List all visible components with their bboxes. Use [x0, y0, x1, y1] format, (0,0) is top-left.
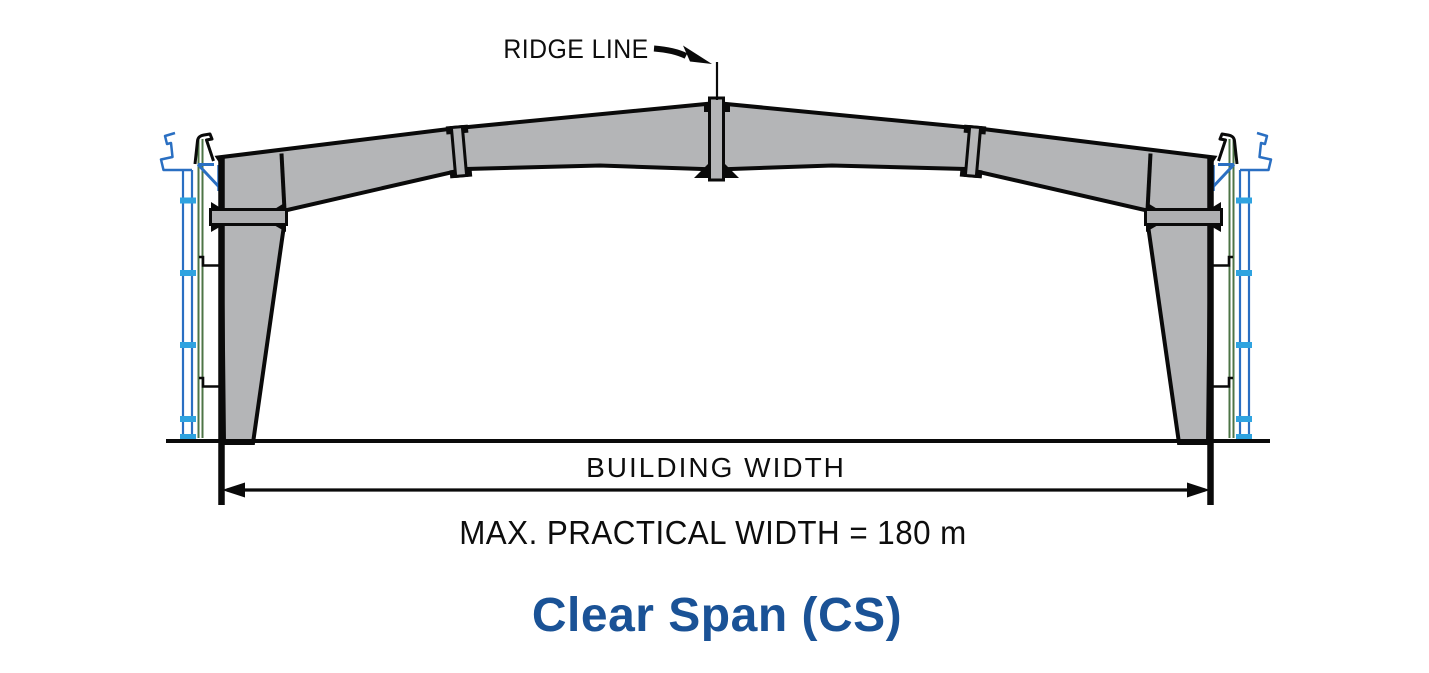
left-knee-flange-line	[279, 153, 287, 211]
eave-brace	[196, 163, 223, 191]
right-wall-details	[1209, 133, 1271, 438]
right-rafter-splice-plate	[963, 124, 983, 179]
dimension-arrowhead-right	[1187, 482, 1210, 498]
right-rafter-splice	[959, 124, 987, 179]
right-knee-flange-line	[1145, 153, 1153, 211]
left-rafter-splice-plate	[449, 124, 469, 179]
girt-clips	[199, 255, 223, 388]
max-practical-width-label: MAX. PRACTICAL WIDTH = 180 m	[459, 514, 967, 551]
wall-liner-lines	[197, 139, 204, 438]
ridge-splice-plate	[708, 96, 725, 182]
left-rafter-splice	[445, 124, 473, 179]
building-width-dimension: BUILDING WIDTH	[222, 452, 1210, 498]
left-wall-details	[159, 131, 223, 440]
diagram-title: Clear Span (CS)	[532, 589, 902, 642]
building-width-label: BUILDING WIDTH	[586, 452, 846, 483]
ridge-line-label: RIDGE LINE	[503, 35, 648, 64]
ridge-callout-arrowhead	[683, 45, 712, 64]
right-knee-splice	[1144, 202, 1223, 232]
gutter-profile	[159, 131, 192, 172]
right-knee-splice-plate	[1144, 208, 1223, 226]
left-knee-splice	[209, 202, 288, 232]
dimension-arrowhead-left	[222, 482, 245, 498]
girt-tick-marks	[180, 197, 196, 440]
eave-strut	[193, 132, 215, 165]
wall-sheeting-group	[159, 131, 223, 438]
left-knee-splice-plate	[209, 208, 288, 226]
ridge-splice-bottom-flanges	[694, 161, 739, 178]
ridge-callout-arrow-shaft	[653, 45, 688, 59]
wall-sheeting-lines	[181, 170, 194, 438]
